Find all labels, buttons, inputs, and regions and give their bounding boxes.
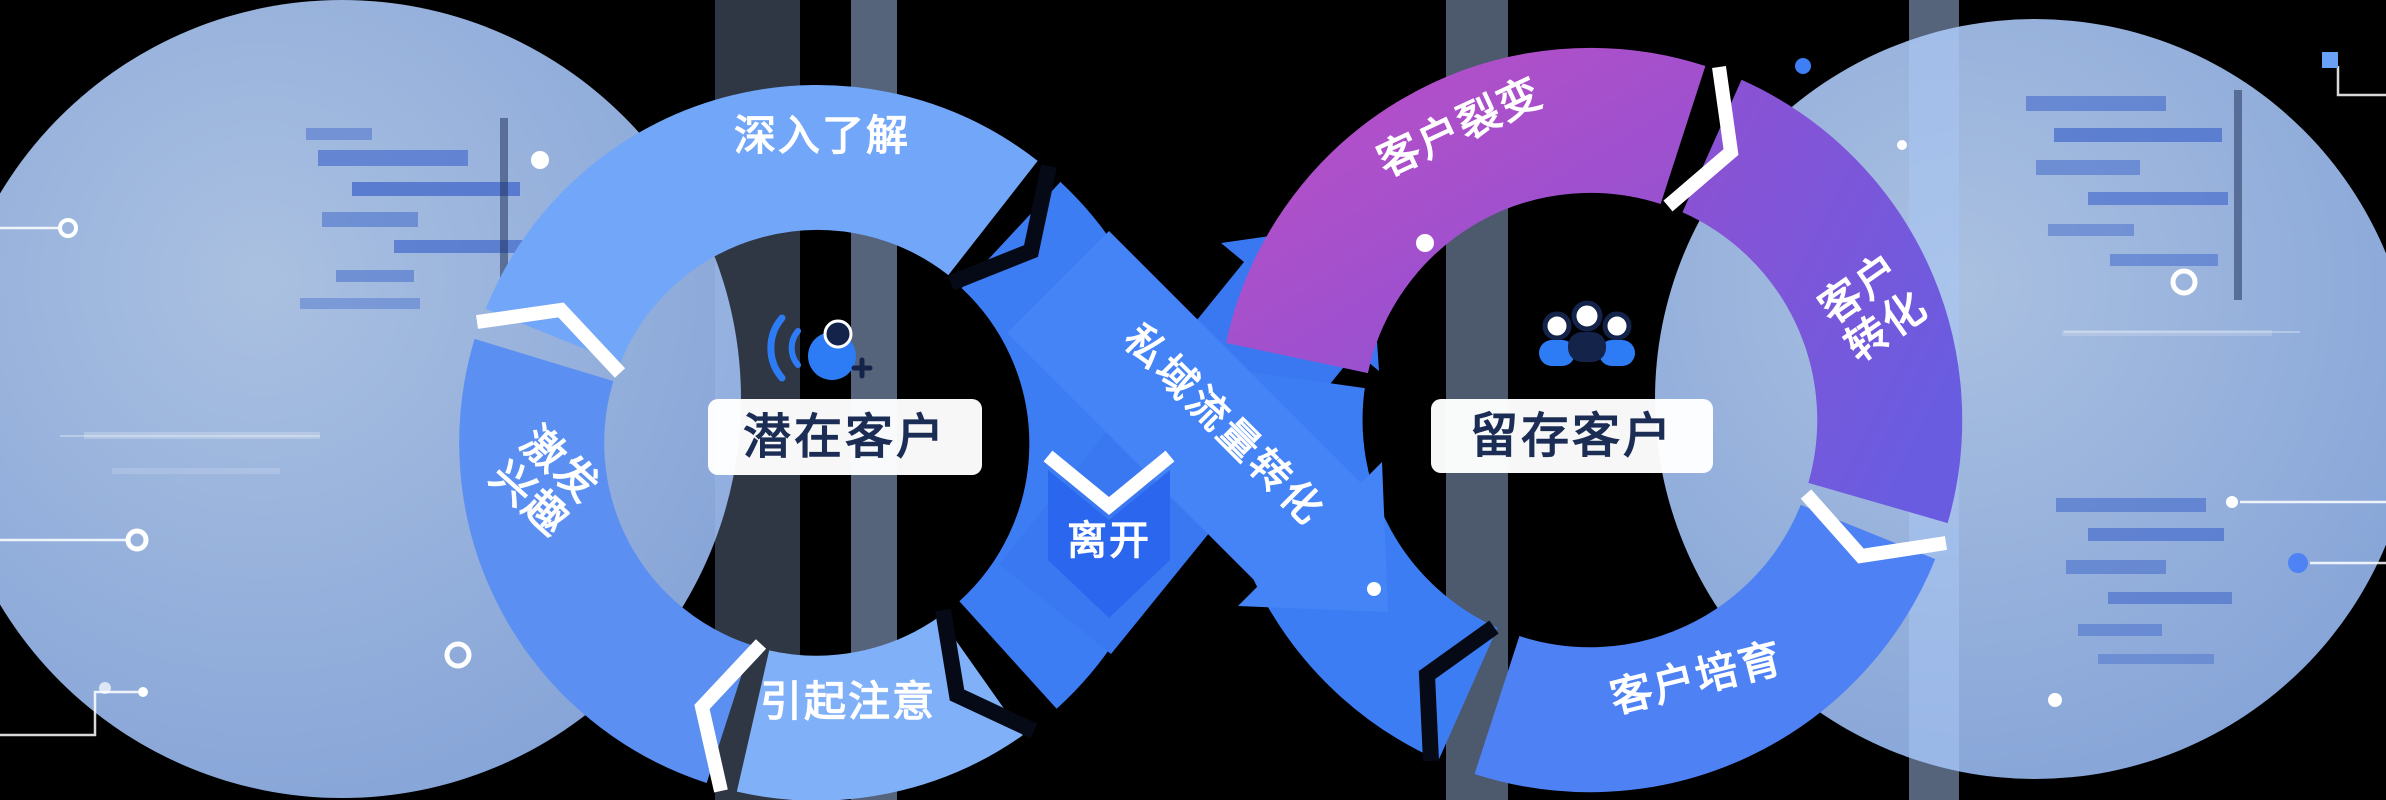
- left-center-label-box: [708, 399, 982, 475]
- ring-boundary-dot: [1416, 234, 1434, 252]
- right-center-label-box: [1431, 399, 1713, 473]
- glitch-pixels-left: [300, 118, 526, 318]
- glitch-pixels-right: [2026, 90, 2242, 664]
- leave-arrow-shape: [1048, 470, 1170, 618]
- segment-spark-interest: [459, 338, 753, 783]
- light-streaks: [84, 330, 2272, 474]
- segment-divider-chevron: [1043, 450, 1175, 516]
- segment-dividers: [476, 66, 1948, 793]
- segment-label-deep-understanding: 深入了解: [734, 111, 910, 160]
- right-center-label-group: 留存客户: [1431, 399, 1713, 473]
- segment-deep-understanding: [485, 85, 1038, 365]
- right-center-label: 留存客户: [1470, 408, 1674, 464]
- leave-label: 离开: [1067, 518, 1151, 564]
- ring-boundary-dot: [1367, 582, 1381, 596]
- customer-group-icon: [1539, 300, 1635, 366]
- segment-customer-conversion: [1681, 79, 1963, 524]
- circuit-lines: [0, 66, 2386, 737]
- segment-customer-fission: [1226, 47, 1706, 375]
- decor-dots: [58, 52, 2338, 707]
- segment-label-attract-attention: 引起注意: [760, 677, 936, 726]
- left-center-label-group: 潜在客户: [708, 399, 982, 475]
- left-center-label: 潜在客户: [743, 409, 947, 465]
- prospect-user-signal-icon: [767, 314, 873, 382]
- conversion-ribbon: [1007, 231, 1388, 612]
- segment-customer-nurturing: [1474, 503, 1936, 793]
